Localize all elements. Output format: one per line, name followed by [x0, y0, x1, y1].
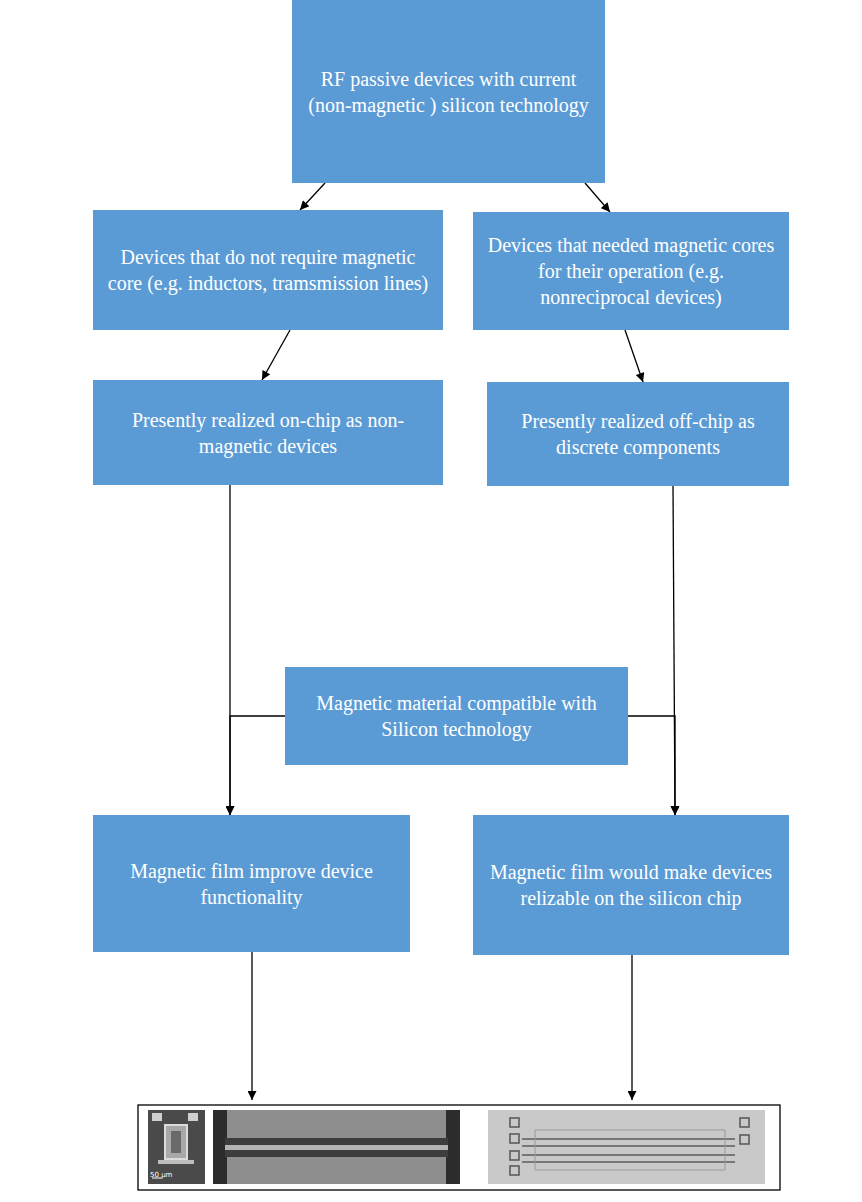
box-text: Presently realized off-chip as discrete … — [501, 408, 775, 460]
process-box: Devices that needed magnetic cores for t… — [473, 212, 789, 330]
process-box: Magnetic material compatible with Silico… — [285, 667, 628, 765]
arrow-to-figure — [251, 945, 252, 1100]
process-box: Presently realized on-chip as non-magnet… — [93, 380, 443, 485]
arrow-connector — [262, 330, 290, 380]
process-box: Devices that do not require magnetic cor… — [93, 210, 443, 330]
arrow-connector — [230, 716, 285, 815]
arrow-connector — [300, 183, 325, 210]
arrow-connector — [625, 330, 643, 382]
micrograph-inductor — [148, 1110, 205, 1184]
box-text: Magnetic film would make devices relizab… — [487, 859, 775, 911]
process-box: RF passive devices with current (non-mag… — [292, 0, 605, 183]
box-text: Devices that do not require magnetic cor… — [107, 244, 429, 296]
box-text: Magnetic material compatible with Silico… — [299, 690, 614, 742]
scale-label: 50 μm — [150, 1172, 172, 1179]
box-text: Presently realized on-chip as non-magnet… — [107, 407, 429, 459]
micrograph-nonreciprocal-device — [488, 1110, 765, 1184]
figure-frame — [138, 1105, 780, 1190]
process-box: Presently realized off-chip as discrete … — [487, 382, 789, 486]
box-text: Devices that needed magnetic cores for t… — [487, 232, 775, 310]
box-text: Magnetic film improve device functionali… — [107, 858, 396, 910]
process-box: Magnetic film improve device functionali… — [93, 815, 410, 952]
process-box: Magnetic film would make devices relizab… — [473, 815, 789, 955]
arrow-connector — [628, 716, 675, 815]
arrow-to-figure — [631, 945, 632, 1100]
box-text: RF passive devices with current (non-mag… — [306, 66, 591, 118]
micrograph-transmission-line — [213, 1110, 460, 1184]
arrow-connector — [585, 183, 610, 212]
